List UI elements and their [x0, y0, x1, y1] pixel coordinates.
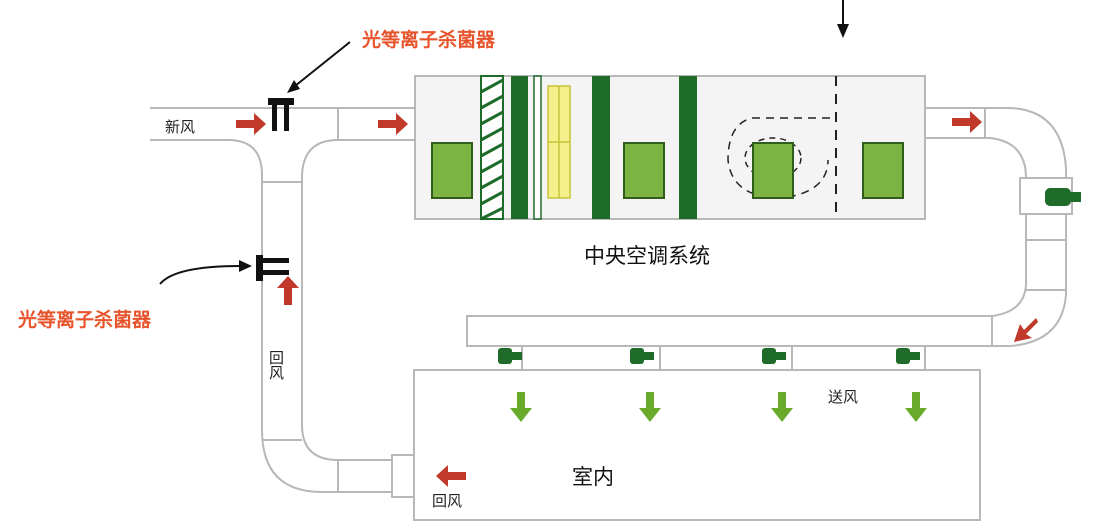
- sterilizer-top-pointer: [294, 41, 351, 87]
- vent-icon: [762, 348, 786, 364]
- heat-exchanger-bar-1: [511, 76, 528, 219]
- return-duct-outer: [150, 139, 392, 493]
- humidifier-section: [623, 142, 665, 199]
- vent-icon: [498, 348, 522, 364]
- outlet-section: [862, 142, 904, 199]
- flow-arrows: [236, 111, 1038, 487]
- green-down-arrow-icon: [510, 392, 532, 422]
- supply-vents: [498, 348, 920, 364]
- heat-exchanger-bar-2: [592, 76, 610, 219]
- fan-icon: [727, 117, 830, 199]
- return-grille: [391, 454, 415, 498]
- supply-header-duct: [466, 315, 993, 347]
- sterilizer-left-pointer: [159, 265, 241, 285]
- duct-fan-icon: [1045, 188, 1081, 206]
- sterilizer-top-label: 光等离子杀菌器: [361, 28, 496, 51]
- central-ac-label: 中央空调系统: [584, 244, 710, 268]
- fresh-air-label: 新风: [165, 118, 195, 136]
- supply-duct-inner: [925, 137, 1027, 317]
- heat-exchanger-bar-3: [679, 76, 697, 219]
- central-ac-unit: [414, 0, 926, 221]
- indoor-room: [413, 369, 981, 521]
- red-arrow-icon: [378, 113, 408, 135]
- green-down-arrow-icon: [639, 392, 661, 422]
- return-air-room-label: 回风: [432, 492, 462, 510]
- red-arrow-icon: [236, 113, 266, 135]
- red-arrow-icon: [1014, 318, 1038, 342]
- red-arrow-icon: [952, 111, 982, 133]
- return-air-duct-label: 回风: [267, 350, 285, 381]
- red-arrow-icon: [436, 465, 466, 487]
- supply-arrows: [510, 392, 927, 422]
- return-duct-inner: [301, 139, 415, 461]
- filter-hatch: [480, 75, 504, 220]
- fan-motor: [752, 142, 794, 199]
- supply-duct-outer: [925, 107, 1067, 347]
- filter-section: [431, 142, 473, 199]
- supply-air-label: 送风: [828, 388, 858, 406]
- sterilizer-left-label: 光等离子杀菌器: [17, 308, 152, 331]
- indoor-label: 室内: [572, 465, 614, 489]
- red-arrow-icon: [277, 276, 299, 305]
- green-down-arrow-icon: [771, 392, 793, 422]
- green-down-arrow-icon: [905, 392, 927, 422]
- vent-icon: [630, 348, 654, 364]
- vent-icon: [896, 348, 920, 364]
- sterilizer-left-icon: [256, 255, 289, 281]
- sterilizer-top-icon: [268, 98, 294, 131]
